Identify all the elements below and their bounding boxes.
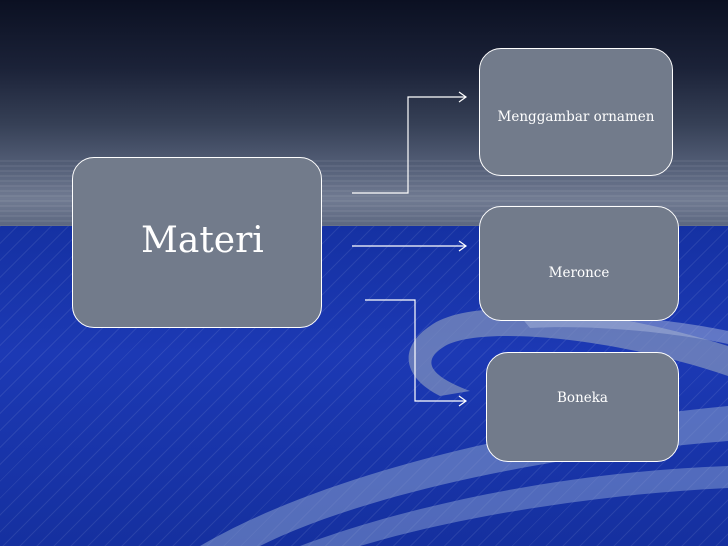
arrowhead-menggambar-ornamen	[458, 91, 468, 103]
arrowhead-boneka	[458, 395, 468, 407]
child-node-meronce: Meronce	[479, 206, 679, 321]
child-node-label: Meronce	[548, 265, 610, 281]
arrowhead-meronce	[458, 240, 468, 252]
child-node-menggambar-ornamen: Menggambar ornamen	[479, 48, 673, 176]
child-node-boneka: Boneka	[486, 352, 679, 462]
child-node-label: Menggambar ornamen	[497, 109, 655, 125]
connector-to-menggambar-ornamen	[352, 96, 466, 194]
connector-to-boneka	[365, 299, 466, 402]
child-node-label: Boneka	[557, 390, 608, 406]
root-node-materi: Materi	[72, 157, 322, 328]
root-node-label: Materi	[141, 220, 264, 261]
